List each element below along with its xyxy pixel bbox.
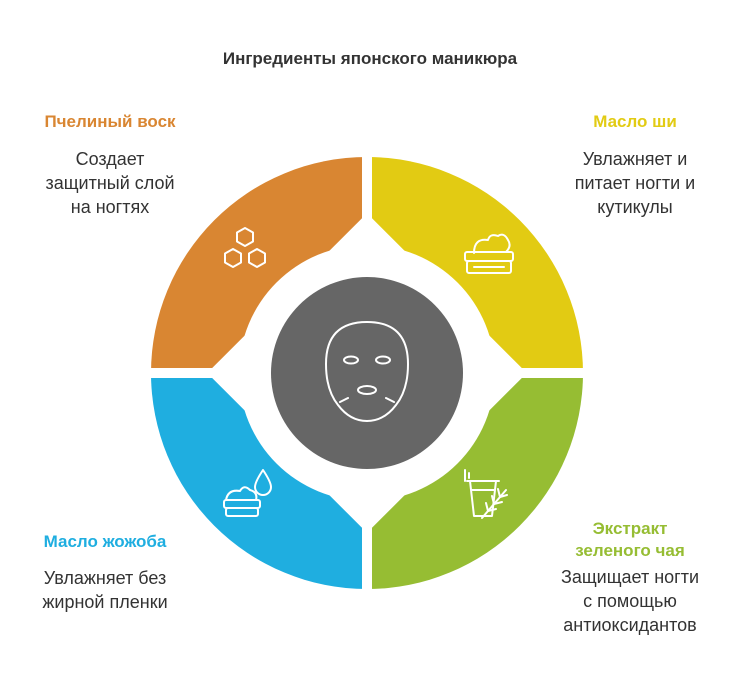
green-tea-label-line: Экстракт — [592, 519, 668, 538]
jojoba-description-line: Увлажняет без — [43, 568, 167, 588]
green-tea-label: Экстракт зеленого чая — [535, 518, 725, 562]
cream-jar-icon — [464, 233, 514, 274]
beeswax-description: Создает защитный слой на ногтях — [20, 147, 200, 219]
green-tea-label-line: зеленого чая — [575, 541, 685, 560]
center-circle — [271, 277, 463, 469]
shea-description-line: Увлажняет и — [582, 149, 688, 169]
tea-cup-icon — [464, 469, 508, 519]
beeswax-label: Пчелиный воск — [44, 112, 176, 131]
shea-description: Увлажняет и питает ногти и кутикулы — [545, 147, 725, 219]
green-tea-description-line: с помощью — [583, 591, 677, 611]
beeswax-description-line: Создает — [75, 149, 145, 169]
honeycomb-icon — [224, 227, 266, 268]
jojoba-description: Увлажняет без жирной пленки — [15, 566, 195, 614]
shea-label: Масло ши — [593, 112, 677, 131]
shea-description-line: кутикулы — [597, 197, 673, 217]
beeswax-description-line: защитный слой — [45, 173, 175, 193]
diagram-title: Ингредиенты японского маникюра — [222, 49, 518, 68]
beeswax-description-line: на ногтях — [70, 197, 150, 217]
jojoba-description-line: жирной пленки — [42, 592, 168, 612]
shea-description-line: питает ногти и — [574, 173, 696, 193]
green-tea-description: Защищает ногти с помощью антиоксидантов — [535, 565, 725, 637]
green-tea-description-line: Защищает ногти — [560, 567, 700, 587]
jojoba-label: Масло жожоба — [43, 532, 167, 551]
face-mask-icon — [325, 321, 409, 422]
green-tea-description-line: антиоксидантов — [563, 615, 697, 635]
oil-drop-cream-icon — [223, 469, 272, 517]
